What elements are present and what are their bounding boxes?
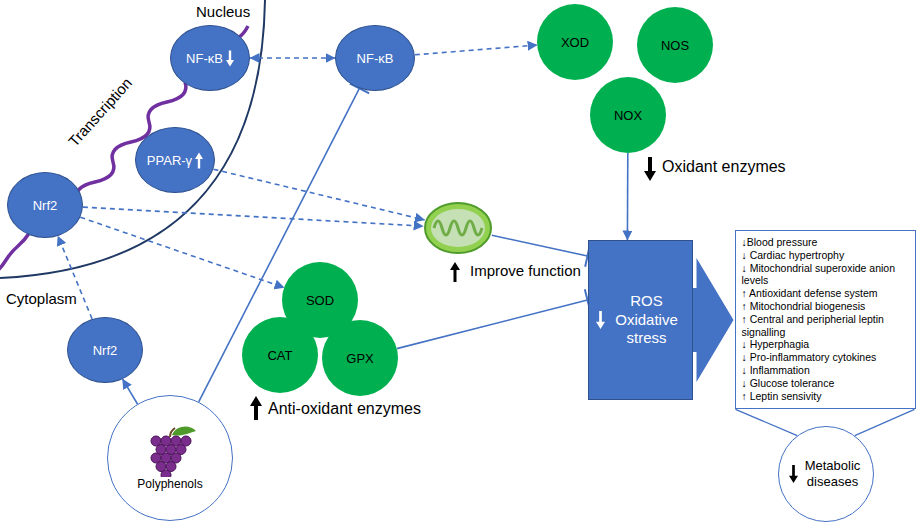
effect-item: ↓ Inflammation: [742, 364, 908, 377]
node-text: Polyphenols: [137, 477, 202, 491]
increase-arrow: [195, 152, 203, 169]
polyphenols-circle: Polyphenols: [107, 395, 233, 521]
increase-arrow: [250, 396, 262, 420]
group-label: Oxidant enzymes: [662, 158, 786, 176]
inhibition-connector: [397, 300, 588, 349]
antioxidant-enzyme: CAT: [242, 317, 318, 393]
effect-item: ↓ Pro-inflammatory cytokines: [742, 351, 908, 364]
arrow-connector: [123, 379, 138, 404]
decrease-arrow: [596, 311, 605, 329]
nrf2-cytoplasm: Nrf2: [67, 317, 143, 383]
node-content: CAT: [267, 348, 292, 363]
region-label: Cytoplasm: [6, 290, 77, 307]
oxidant-enzyme: NOX: [590, 77, 666, 153]
effect-item: ↑ Leptin sensivity: [742, 390, 908, 403]
nuclear-membrane: [0, 0, 265, 278]
increase-arrow: [450, 262, 460, 282]
metabolic-circle: Metabolic diseases: [778, 426, 874, 522]
antioxidant-enzyme: GPX: [322, 320, 398, 396]
nrf2-nuclear: Nrf2: [7, 172, 83, 238]
ppar-gamma: PPAR-γ: [135, 127, 215, 193]
nfkb-nucleus: NF-κB: [170, 25, 250, 91]
mitochondrion-outer: [425, 203, 491, 253]
node-text: NOS: [661, 38, 689, 53]
node-text: NF-κB: [186, 51, 223, 66]
effect-item: ↑ Central and peripherial leptin signall…: [742, 313, 908, 339]
ros-box: ROS Oxidative stress: [588, 240, 693, 400]
node-content: XOD: [561, 35, 589, 50]
dashed-connector: [83, 207, 423, 226]
node-text: Metabolic diseases: [802, 458, 864, 489]
mitochondrion-inner: [431, 209, 485, 247]
node-text: PPAR-γ: [147, 153, 192, 168]
grape-stem: [170, 428, 175, 437]
mitochondrion: Improve function: [423, 200, 493, 256]
mitochondrion-cristae: [434, 221, 482, 235]
node-content: Polyphenols: [137, 425, 202, 491]
oxidant-enzyme: XOD: [537, 4, 613, 80]
arrow-connector: [627, 153, 629, 240]
effect-item: ↓Blood pressure: [742, 236, 908, 249]
node-text: Nrf2: [33, 198, 58, 213]
node-text: CAT: [267, 348, 292, 363]
inhibition-connector: [492, 235, 588, 256]
effect-item: ↓ Hyperphagia: [742, 338, 908, 351]
arrow-shape: [789, 465, 798, 483]
node-content: Nrf2: [33, 198, 58, 213]
group-label: Anti-oxidant enzymes: [268, 400, 421, 418]
grapes-illustration: [142, 425, 198, 477]
arrow-shape: [226, 50, 234, 66]
process-label: Transcription: [65, 74, 135, 149]
node-content: NOS: [661, 38, 689, 53]
grape: [161, 470, 171, 477]
oxidant-enzyme: NOS: [637, 7, 713, 83]
node-text: ROS Oxidative stress: [609, 292, 685, 348]
decrease-arrow: [644, 157, 656, 181]
node-content: ↓Blood pressure↓ Cardiac hypertrophy↓ Mi…: [742, 236, 908, 402]
arrow-shape: [596, 311, 605, 329]
decrease-arrow: [226, 50, 234, 67]
decrease-arrow: [789, 465, 798, 483]
effect-item: ↑ Mitochondrial biogenesis: [742, 300, 908, 313]
grape-leaf: [172, 426, 196, 435]
node-content: SOD: [306, 293, 334, 308]
effects-list: ↓Blood pressure↓ Cardiac hypertrophy↓ Mi…: [735, 230, 916, 409]
node-caption: Improve function: [470, 262, 581, 279]
effect-item: ↓ Glucose tolerance: [742, 377, 908, 390]
mitochondrion-illustration: [423, 200, 493, 256]
node-text: NOX: [614, 108, 642, 123]
dashed-connector: [250, 57, 335, 59]
node-content: ROS Oxidative stress: [596, 292, 685, 348]
arrow-shape: [450, 262, 460, 282]
node-text: XOD: [561, 35, 589, 50]
node-text: SOD: [306, 293, 334, 308]
node-text: GPX: [346, 351, 373, 366]
node-text: NF-κB: [357, 51, 394, 66]
node-content: PPAR-γ: [147, 152, 203, 169]
dashed-connector: [80, 217, 284, 287]
node-content: NF-κB: [186, 50, 234, 67]
node-content: NOX: [614, 108, 642, 123]
node-content: GPX: [346, 351, 373, 366]
node-content: Nrf2: [93, 343, 118, 358]
nfkb-cytoplasm: NF-κB: [335, 25, 415, 91]
node-content: Metabolic diseases: [789, 458, 864, 489]
region-label: Nucleus: [196, 3, 250, 20]
block-arrow: [693, 258, 734, 382]
dna-strand: [0, 232, 30, 272]
effect-item: ↓ Cardiac hypertrophy: [742, 249, 908, 262]
dashed-connector: [213, 169, 424, 220]
effect-item: ↑ Antioxidant defense system: [742, 287, 908, 300]
arrow-shape: [195, 152, 203, 168]
node-content: NF-κB: [357, 51, 394, 66]
node-text: Nrf2: [93, 343, 118, 358]
dashed-connector: [415, 45, 537, 55]
effect-item: ↓ Mitochondrial superoxide anion levels: [742, 262, 908, 288]
